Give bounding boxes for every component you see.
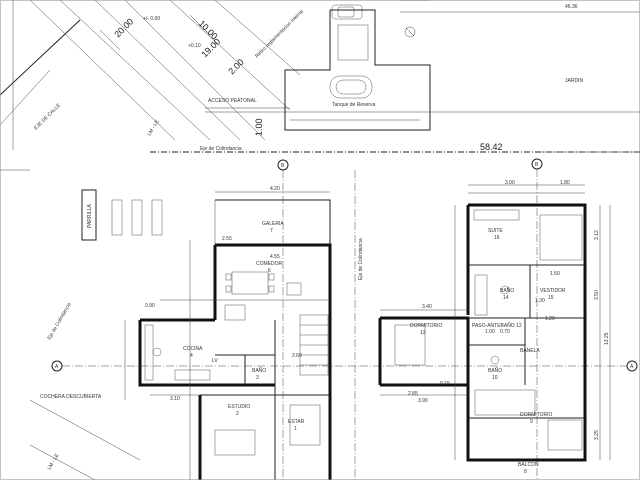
dim-3-50: 3.50 xyxy=(594,290,600,300)
bano14-label: BAÑO xyxy=(500,287,514,294)
bano10-number: 10 xyxy=(492,375,498,381)
tanque-label: Tanque de Reserva xyxy=(332,102,376,108)
dim-top-right: 46.36 xyxy=(565,4,578,10)
eje-colindancia-left: Eje de Colindancia xyxy=(47,302,73,341)
axis-a-right: A xyxy=(630,364,634,370)
paso-label: PASO-ANTEBAÑO 12 xyxy=(472,322,522,329)
dim-19: 19.00 xyxy=(199,36,222,59)
dim-3-90: 3.90 xyxy=(418,398,428,404)
bano-ground-number: 3 xyxy=(256,375,259,381)
eje-colindancia-label: Eje de Colindancia xyxy=(200,146,242,152)
dim-0-70: 0.70 xyxy=(500,329,510,335)
balcon-number: 8 xyxy=(524,469,527,475)
banela-label: BANELA xyxy=(520,348,540,354)
ground-floor-plan: B A PARRILLA GALERIA 7 xyxy=(29,159,360,480)
suite-label: SUITE xyxy=(488,228,503,234)
cocina-number: 4 xyxy=(190,353,193,359)
axis-a-left: A xyxy=(55,364,59,370)
level-010: +0.10 xyxy=(188,43,201,49)
dim-0-15: 0.15 xyxy=(440,381,450,387)
dormitorio13-label: DORMITORIO xyxy=(410,323,443,329)
jardin-label: JARDIN xyxy=(565,78,583,84)
dim-2-60: 2.60 xyxy=(292,353,302,359)
cocina-label: COCINA xyxy=(183,346,203,352)
dim-0-90: 0.90 xyxy=(145,303,155,309)
suite-number: 16 xyxy=(494,235,500,241)
comedor-label: COMEDOR xyxy=(256,261,283,267)
retiro-label: Retiro reglamentacion interna xyxy=(254,9,305,60)
balcon-label: BALCÓN xyxy=(518,461,539,468)
dim-1-30: 1.30 xyxy=(535,298,545,304)
bano14-number: 14 xyxy=(503,295,509,301)
bano-ground-label: BAÑO xyxy=(252,367,266,374)
dim-58-42: 58.42 xyxy=(480,142,503,152)
bano10-label: BAÑO xyxy=(488,367,502,374)
dim-3-00: 3.00 xyxy=(505,180,515,186)
dim-4-20: 4.20 xyxy=(270,186,280,192)
dim-2: 2.00 xyxy=(226,57,245,76)
estar-label: ESTAR xyxy=(288,419,305,425)
parrilla-label: PARRILLA xyxy=(87,204,93,228)
vestidor-number: 15 xyxy=(548,295,554,301)
estar-number: 1 xyxy=(294,426,297,432)
lm-le-label: LM - LE xyxy=(147,118,161,137)
galeria-label: GALERIA xyxy=(262,221,284,227)
dormitorio13-number: 13 xyxy=(420,330,426,336)
upper-floor-plan: B A SUITE 16 BAÑO 14 VESTIDOR 15 DORMITO… xyxy=(360,158,638,480)
cochera-label: COCHERA DESCUBIERTA xyxy=(40,394,102,400)
dim-1-20: 1.20 xyxy=(545,316,555,322)
level-000: +/- 0.00 xyxy=(143,16,160,22)
site-plan: 46.36 20.00 10.00 19.00 2.00 1.00 58.42 … xyxy=(0,0,640,171)
dim-3-25: 3.25 xyxy=(594,430,600,440)
dim-3-10-left: 3.10 xyxy=(170,396,180,402)
dim-4-55: 4.55 xyxy=(270,254,280,260)
estudio-label: ESTUDIO xyxy=(228,404,250,410)
estudio-number: 2 xyxy=(236,411,239,417)
dim-1: 1.00 xyxy=(254,118,264,136)
comedor-number: 6 xyxy=(268,268,271,274)
eje-calle-label: EJE DE CALLE xyxy=(33,102,62,131)
dim-13-25: 13.25 xyxy=(604,332,610,345)
axis-b-right: B xyxy=(535,162,539,168)
dormitorio9-number: 9 xyxy=(530,419,533,425)
galeria-number: 7 xyxy=(270,228,273,234)
vestidor-label: VESTIDOR xyxy=(540,288,566,294)
axis-b-left: B xyxy=(281,163,285,169)
dim-3-40: 3.40 xyxy=(422,304,432,310)
dim-1-80: 1.80 xyxy=(560,180,570,186)
dim-2-85: 2.85 xyxy=(408,391,418,397)
dim-3-12: 3.12 xyxy=(594,230,600,240)
dim-1-00: 1.00 xyxy=(485,329,495,335)
dim-1-50: 1.50 xyxy=(550,271,560,277)
dim-2-55: 2.55 xyxy=(222,236,232,242)
eje-colindancia-vertical: Eje de Colindancia xyxy=(358,238,364,280)
acceso-peatonal-label: ACCESO PEATONAL xyxy=(208,98,257,104)
dormitorio9-label: DORMITORIO xyxy=(520,412,553,418)
lv-label: LV xyxy=(212,358,218,364)
